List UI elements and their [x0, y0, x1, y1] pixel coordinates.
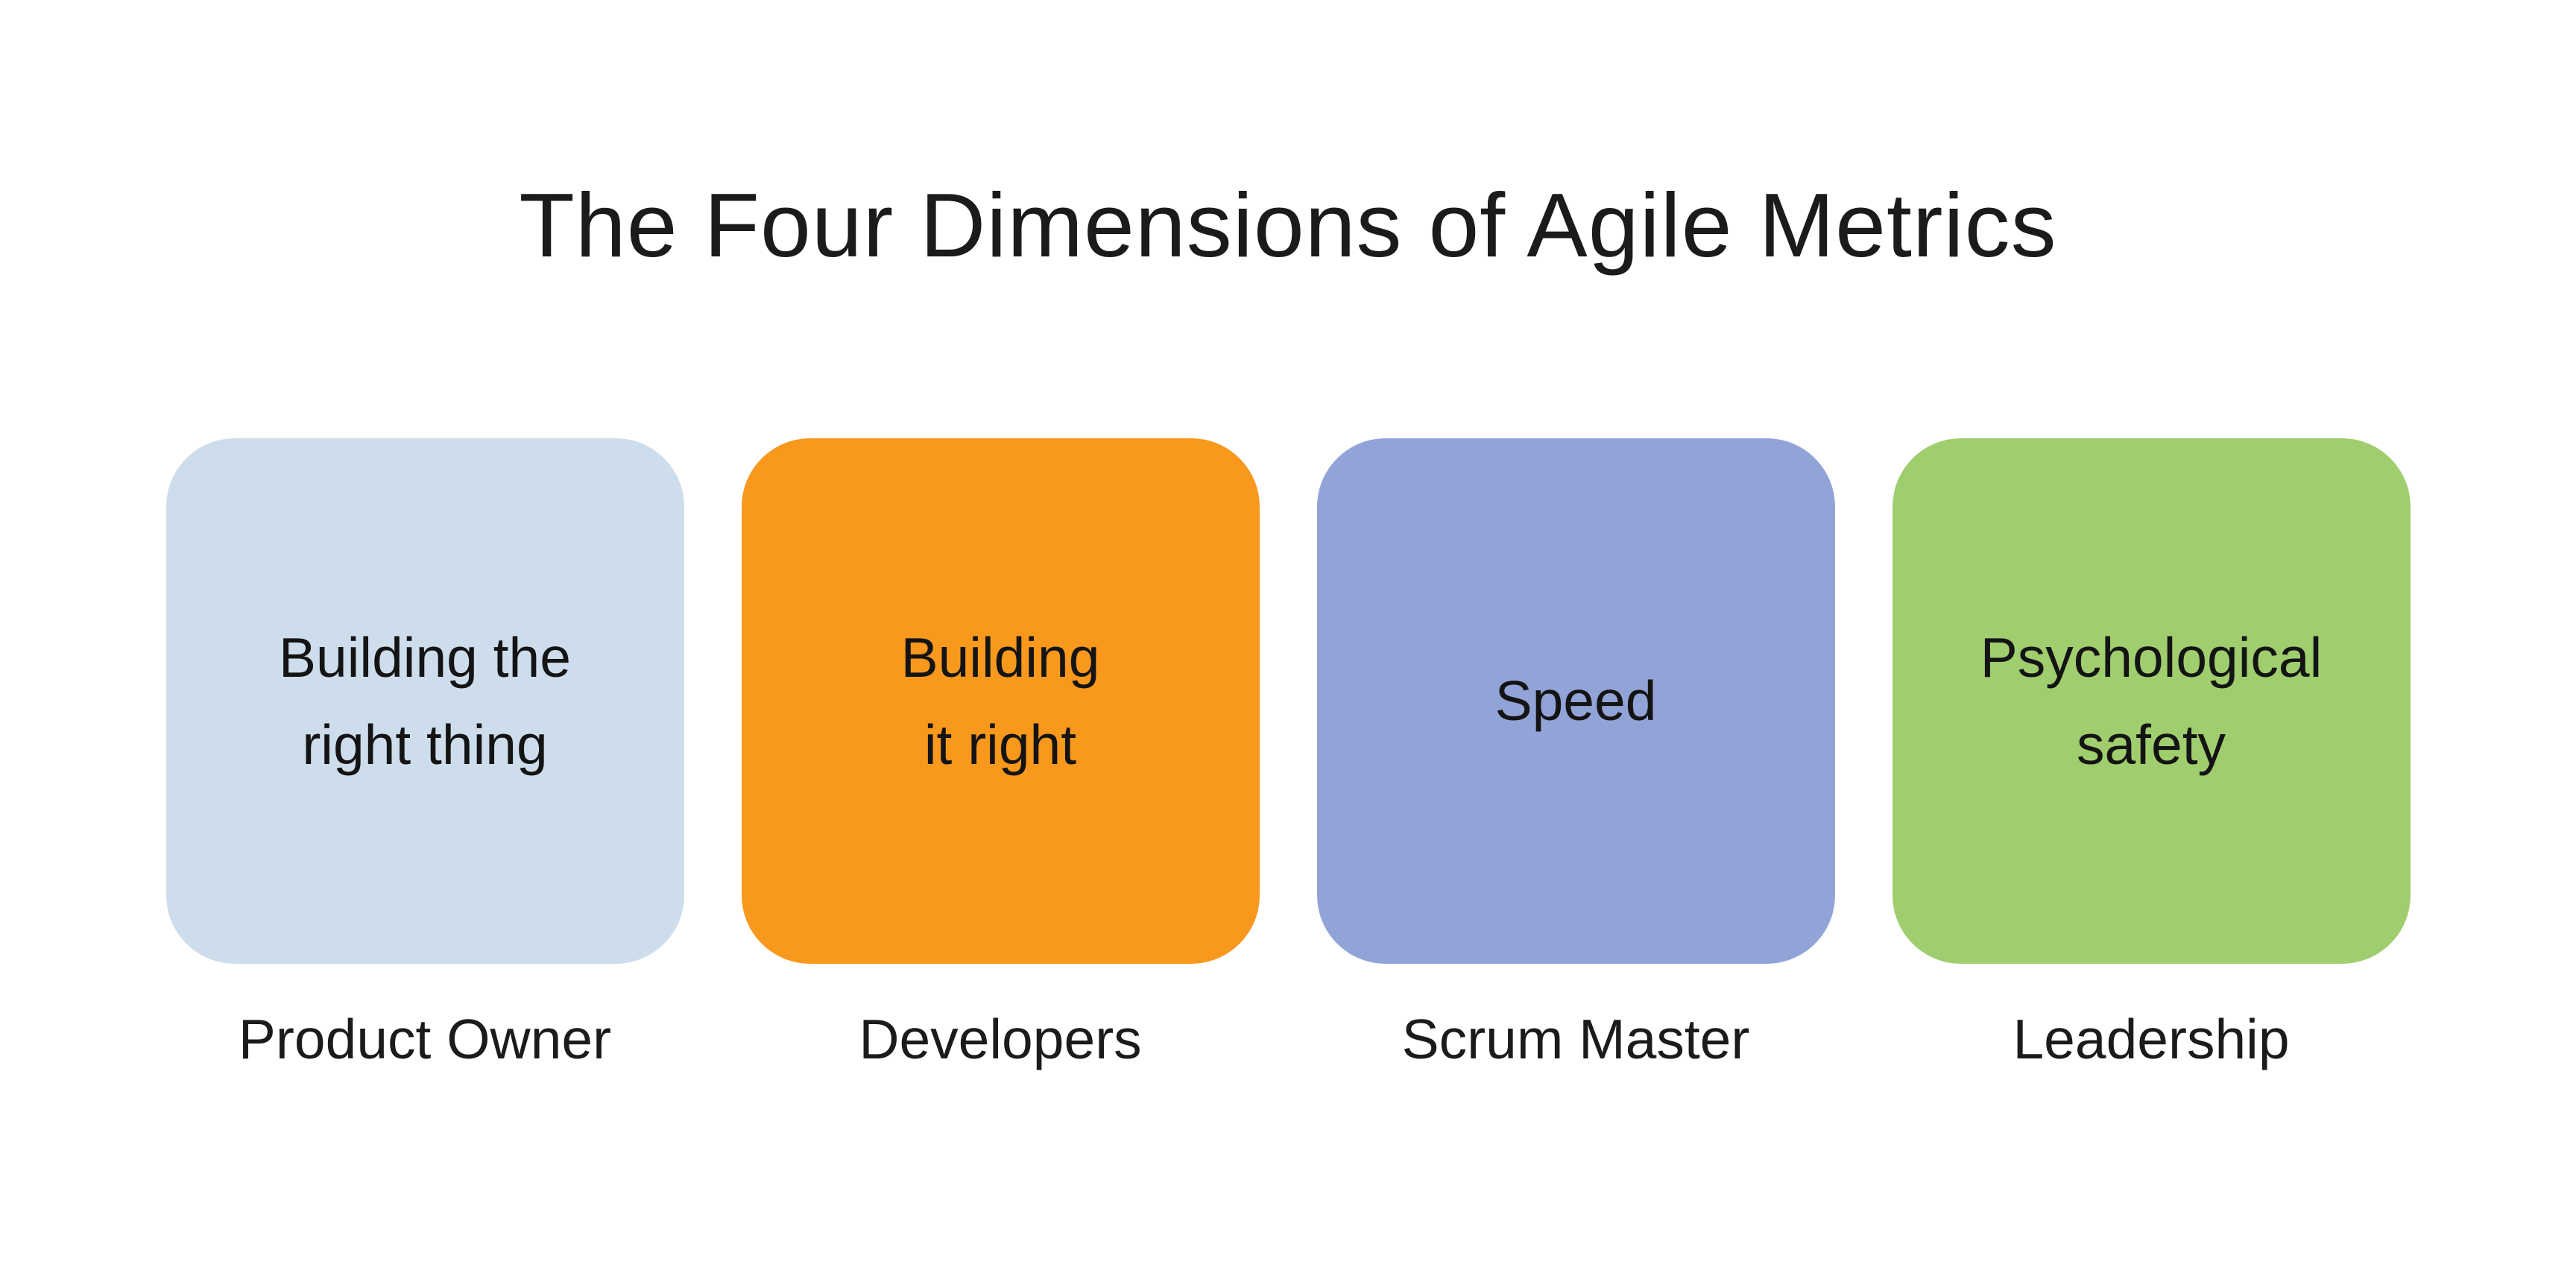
- page-title: The Four Dimensions of Agile Metrics: [519, 174, 2057, 276]
- role-label-developers: Developers: [859, 1008, 1142, 1071]
- dimension-card-psychological-safety: Psychological safety: [1892, 438, 2411, 965]
- cards-row: Building the right thing Product Owner B…: [165, 438, 2411, 1071]
- dimension-column-leadership: Psychological safety Leadership: [1892, 438, 2411, 1070]
- dimension-column-developers: Building it right Developers: [741, 438, 1260, 1071]
- card-text: Speed: [1494, 669, 1657, 733]
- dimension-card-building-the-right-thing: Building the right thing: [165, 438, 684, 965]
- card-text: Psychological safety: [1980, 626, 2323, 776]
- card-text: Building it right: [900, 626, 1100, 776]
- dimension-card-speed: Speed: [1316, 438, 1835, 965]
- dimension-card-building-it-right: Building it right: [741, 438, 1260, 965]
- role-label-leadership: Leadership: [2012, 1008, 2290, 1071]
- role-label-product-owner: Product Owner: [238, 1008, 612, 1071]
- role-label-scrum-master: Scrum Master: [1401, 1008, 1750, 1071]
- card-text: Building the right thing: [279, 626, 571, 776]
- dimension-column-scrum-master: Speed Scrum Master: [1316, 438, 1835, 1071]
- dimension-column-product-owner: Building the right thing Product Owner: [165, 438, 684, 1071]
